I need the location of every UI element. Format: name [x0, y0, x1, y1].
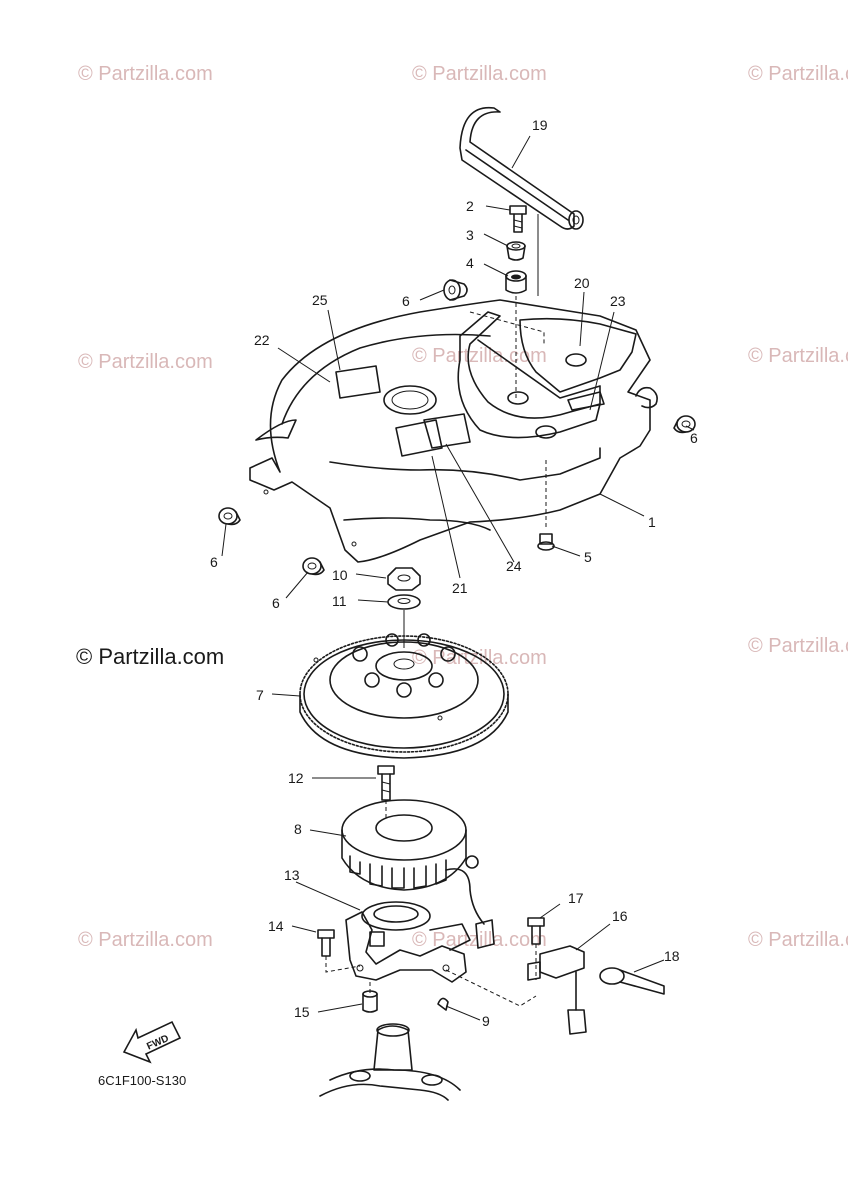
- callout-3: 3: [466, 227, 474, 243]
- callout-24: 24: [506, 558, 522, 574]
- stator-part: [341, 799, 495, 949]
- cable-tie-part: [599, 967, 665, 995]
- flywheel-part: [299, 633, 509, 759]
- watermark: © Partzilla.com: [78, 63, 213, 85]
- flywheel-cover-part: [249, 299, 658, 563]
- diagram-code: 6C1F100-S130: [98, 1073, 186, 1088]
- callout-6: 6: [690, 430, 698, 446]
- brand-text: © Partzilla.com: [76, 644, 224, 669]
- callout-17: 17: [568, 890, 584, 906]
- callout-6: 6: [210, 554, 218, 570]
- callout-13: 13: [284, 867, 300, 883]
- collar-part: [506, 241, 526, 261]
- watermark: © Partzilla.com: [748, 635, 848, 657]
- watermark: © Partzilla.com: [78, 351, 213, 373]
- callout-7: 7: [256, 687, 264, 703]
- callout-5: 5: [584, 549, 592, 565]
- callout-19: 19: [532, 117, 548, 133]
- callout-22: 22: [254, 332, 270, 348]
- callout-15: 15: [294, 1004, 310, 1020]
- watermark: © Partzilla.com: [748, 345, 848, 367]
- rectifier-part: [527, 945, 587, 1035]
- washer-part: [387, 594, 421, 610]
- callout-6: 6: [272, 595, 280, 611]
- fwd-arrow-icon: FWD: [122, 1020, 182, 1064]
- bolt-12-part: [377, 765, 395, 801]
- assembly-lines: [325, 214, 547, 1007]
- grommet-part: [505, 270, 527, 294]
- key-part: [437, 997, 449, 1011]
- nut-part: [387, 567, 421, 591]
- hose-part: [459, 106, 584, 230]
- screw-5-part: [537, 533, 555, 551]
- callout-8: 8: [294, 821, 302, 837]
- callout-21: 21: [452, 580, 468, 596]
- callout-14: 14: [268, 918, 284, 934]
- watermark: © Partzilla.com: [78, 929, 213, 951]
- watermarks: © Partzilla.com © Partzilla.com © Partzi…: [78, 63, 848, 951]
- watermark: © Partzilla.com: [748, 63, 848, 85]
- screw-14-part: [317, 929, 335, 957]
- grommet-6-parts: [218, 279, 696, 576]
- callout-23: 23: [610, 293, 626, 309]
- bolt-part: [509, 205, 527, 233]
- callout-1: 1: [648, 514, 656, 530]
- callout-4: 4: [466, 255, 474, 271]
- base-plate-part: [345, 901, 471, 983]
- callout-10: 10: [332, 567, 348, 583]
- callout-12: 12: [288, 770, 304, 786]
- watermark: © Partzilla.com: [412, 63, 547, 85]
- watermark: © Partzilla.com: [748, 929, 848, 951]
- crankcase-part: [319, 1023, 461, 1101]
- callout-11: 11: [332, 593, 347, 609]
- watermark: © Partzilla.com: [412, 345, 547, 367]
- callout-18: 18: [664, 948, 680, 964]
- callout-6: 6: [402, 293, 410, 309]
- callout-20: 20: [574, 275, 590, 291]
- callout-9: 9: [482, 1013, 490, 1029]
- callout-2: 2: [466, 198, 474, 214]
- watermark: © Partzilla.com: [412, 929, 547, 951]
- callout-labels: 19 2 3 4 6 25 22 20 23 6 1 5 24 21 6 6 1…: [210, 117, 698, 1029]
- leader-lines: [221, 135, 695, 1021]
- callout-25: 25: [312, 292, 328, 308]
- dowel-part: [362, 990, 378, 1013]
- callout-16: 16: [612, 908, 628, 924]
